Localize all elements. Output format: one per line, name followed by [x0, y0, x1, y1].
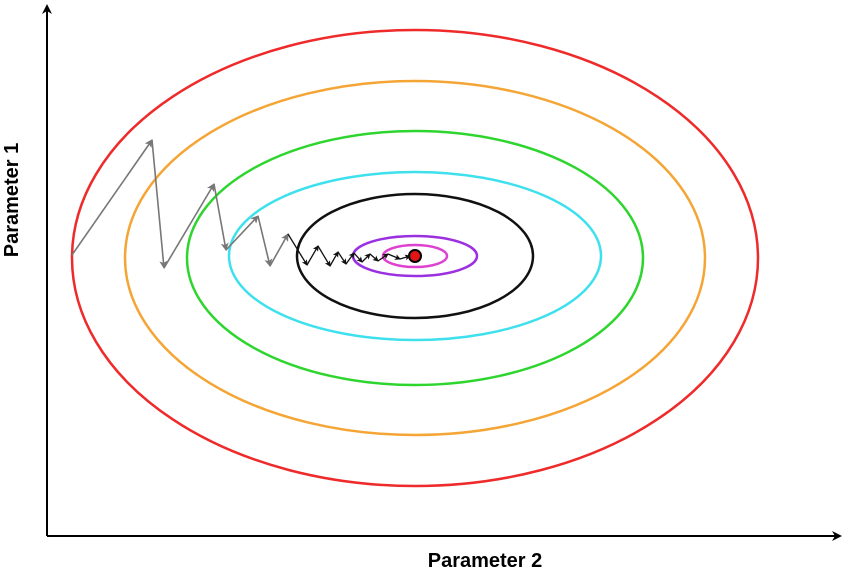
step-arrow	[345, 252, 355, 265]
step-arrow	[377, 253, 389, 262]
step-arrow	[369, 253, 379, 262]
step-arrow	[329, 251, 339, 267]
contour-red	[70, 28, 760, 488]
contour-black	[295, 192, 535, 320]
step-arrow	[225, 215, 259, 251]
step-arrow	[306, 245, 319, 266]
minimum-point	[408, 249, 422, 263]
step-arrow	[213, 183, 229, 251]
x-axis-label: Parameter 2	[428, 550, 543, 571]
step-arrow	[353, 252, 363, 263]
step-arrow	[287, 233, 308, 266]
step-arrow	[387, 253, 401, 260]
step-arrow	[71, 139, 153, 256]
step-arrow	[399, 254, 411, 261]
step-arrow	[337, 251, 347, 265]
contour-group	[70, 28, 760, 488]
descent-path-near	[287, 233, 411, 267]
axes	[42, 4, 842, 541]
step-arrow	[151, 139, 168, 269]
step-arrow	[163, 183, 215, 269]
step-arrow	[361, 253, 371, 263]
descent-path-far	[71, 139, 289, 269]
contour-cyan	[227, 170, 603, 342]
step-arrow	[269, 233, 289, 267]
y-axis-label: Parameter 1	[1, 143, 23, 258]
contour-green	[185, 129, 645, 387]
step-arrow	[317, 245, 331, 267]
step-arrow	[257, 215, 273, 267]
contour-orange	[123, 79, 707, 437]
